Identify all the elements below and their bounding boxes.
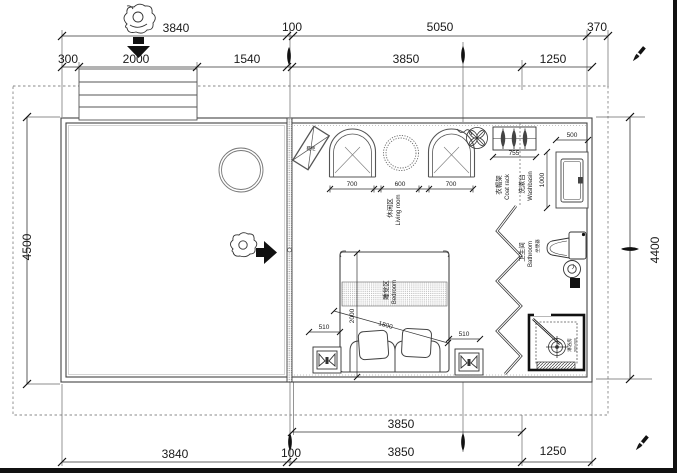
dim-3850-bottom2: 3850 bbox=[388, 445, 415, 459]
pencil-icon-top bbox=[632, 46, 646, 62]
bedside-box-left bbox=[312, 346, 342, 374]
dim-755: 755 bbox=[509, 150, 520, 157]
toilet-label: 坐便器 bbox=[534, 239, 541, 253]
axis-markers bbox=[287, 46, 465, 451]
dim-row-top2: 300 2000 1540 3850 1250 bbox=[57, 52, 597, 72]
pencil-icon-bottom bbox=[635, 435, 649, 451]
bathroom-label-en: Bathroom bbox=[528, 241, 534, 267]
dim-basin-width: 500 bbox=[552, 132, 592, 144]
fan-icon bbox=[456, 127, 488, 149]
dim-100-bottom: 100 bbox=[281, 446, 301, 460]
bedroom-label-cn: 睡觉区 bbox=[381, 280, 390, 300]
coat-rack: 755 bbox=[489, 126, 540, 161]
shower-label: 淋浴房 bbox=[566, 338, 573, 352]
entry-person-side bbox=[230, 232, 258, 258]
dim-4400: 4400 bbox=[648, 236, 662, 263]
washbasin-label-en: Washbasin bbox=[528, 171, 534, 200]
dim-row-bottom1: 3850 bbox=[287, 417, 527, 437]
coat-rack-label-en: Coat rack bbox=[505, 173, 511, 200]
side-table bbox=[383, 135, 419, 171]
dim-basin-depth: 1000 bbox=[539, 148, 551, 212]
axis-marker-right bbox=[621, 247, 639, 251]
dim-510-l: 510 bbox=[319, 324, 330, 331]
dim-1540: 1540 bbox=[234, 52, 261, 66]
bathroom-label-cn: 卫生间 bbox=[517, 242, 526, 262]
bed: 1800 2000 bbox=[330, 249, 452, 381]
dim-1250-bottom: 1250 bbox=[540, 444, 567, 458]
toilet bbox=[546, 231, 587, 288]
armchair-right bbox=[427, 128, 476, 178]
shower-drain bbox=[546, 336, 568, 358]
dim-3840-top: 3840 bbox=[163, 21, 190, 35]
dim-700-right: 700 bbox=[446, 181, 457, 188]
round-table-left-room bbox=[218, 147, 264, 193]
washbasin bbox=[555, 151, 589, 209]
dim-right: 4400 bbox=[621, 112, 662, 384]
dim-300: 300 bbox=[58, 52, 78, 66]
dim-left: 4500 bbox=[20, 112, 34, 389]
coat-rack-label-cn: 衣帽架 bbox=[494, 175, 503, 195]
armchair-left bbox=[328, 128, 377, 178]
dim-510-r: 510 bbox=[459, 331, 470, 338]
entry-person-top bbox=[123, 3, 156, 34]
dim-1250-top: 1250 bbox=[540, 52, 567, 66]
pillow-right bbox=[401, 328, 432, 358]
dim-4500: 4500 bbox=[20, 233, 34, 260]
dim-370-top: 370 bbox=[587, 20, 607, 34]
washbasin-label-cn: 洗漱台 bbox=[517, 174, 526, 194]
walls bbox=[60, 117, 593, 383]
dim-510-left: 510 bbox=[305, 324, 344, 336]
dim-3850-top2: 3850 bbox=[393, 52, 420, 66]
tilted-cabinet: 鞋柜 bbox=[291, 125, 331, 171]
dim-row-bottom2: 3840 100 3850 1250 bbox=[57, 444, 597, 467]
dim-600: 600 bbox=[395, 181, 406, 188]
dim-100-top: 100 bbox=[282, 20, 302, 34]
roof-outline bbox=[12, 85, 609, 416]
dim-5050-top: 5050 bbox=[427, 20, 454, 34]
entry-steps bbox=[78, 68, 198, 121]
entry-arrow-down bbox=[127, 37, 150, 58]
dim-500: 500 bbox=[567, 132, 578, 139]
entry-arrow-right bbox=[256, 241, 277, 264]
hangers bbox=[500, 128, 528, 149]
shower-cabin: 淋浴房 900×900 bbox=[527, 312, 586, 372]
living-room-label-en: Living room bbox=[396, 194, 402, 225]
dim-2000-bed: 2000 bbox=[349, 308, 356, 323]
dim-510-right: 510 bbox=[445, 331, 484, 343]
bed-blanket-band bbox=[341, 281, 448, 307]
dim-700-left: 700 bbox=[347, 181, 358, 188]
dim-1000: 1000 bbox=[539, 172, 546, 187]
bedside-box-right bbox=[454, 348, 484, 376]
dim-1800: 1800 bbox=[377, 320, 393, 331]
zigzag-partition bbox=[495, 205, 523, 375]
dim-3840-bottom: 3840 bbox=[162, 447, 189, 461]
dim-row-top1: 3840 100 5050 370 bbox=[57, 20, 613, 41]
cabinet-label: 鞋柜 bbox=[307, 145, 316, 152]
dim-3850-bottom1: 3850 bbox=[388, 417, 415, 431]
living-room-label-cn: 休闲区 bbox=[385, 198, 394, 218]
shower-size-label: 900×900 bbox=[574, 338, 578, 352]
bedroom-label-en: Bedroom bbox=[392, 280, 398, 304]
dim-2000: 2000 bbox=[123, 52, 150, 66]
pillow-left bbox=[357, 329, 390, 361]
dim-chairs: 700 600 700 bbox=[326, 181, 477, 193]
